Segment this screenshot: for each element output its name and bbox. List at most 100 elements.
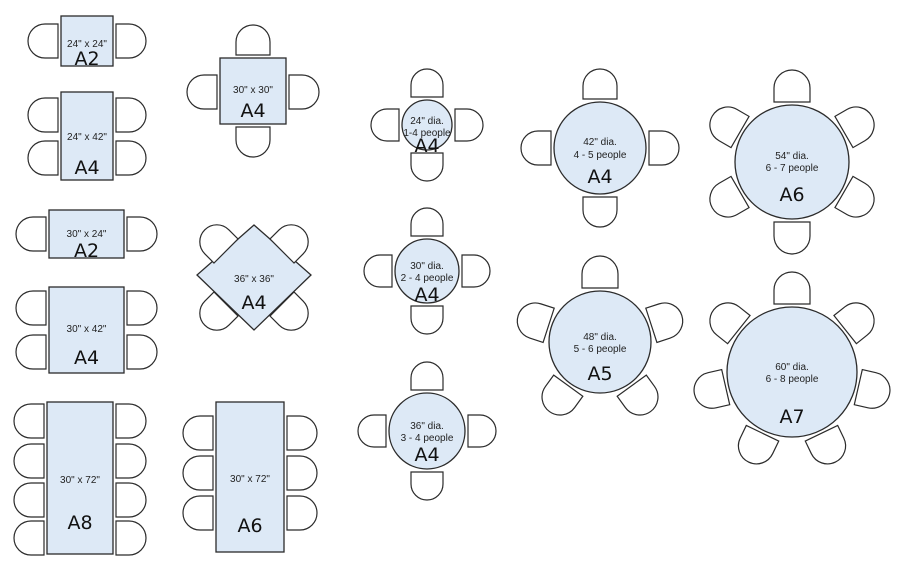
chair (773, 221, 811, 255)
chair (616, 374, 659, 416)
table-size-label: 30" x 30" (233, 85, 273, 96)
chair (235, 24, 271, 56)
table-top (394, 238, 460, 304)
chair (516, 302, 555, 344)
chair (115, 23, 147, 59)
chair (804, 424, 847, 465)
chair (520, 130, 552, 166)
chair (286, 415, 318, 451)
table-size-label: 30" x 72" (60, 475, 100, 486)
chair (410, 471, 444, 501)
table-code-label: A2 (74, 240, 99, 262)
table-code-label: A7 (779, 406, 804, 428)
chair (115, 443, 147, 479)
chair (645, 302, 684, 344)
chair (357, 414, 387, 448)
table-top (48, 286, 125, 374)
table-code-label: A4 (74, 347, 99, 369)
chair (186, 74, 218, 110)
table-top (553, 101, 647, 195)
chair (853, 368, 891, 409)
chair (410, 207, 444, 237)
chair (182, 455, 214, 491)
chair (410, 305, 444, 335)
table-code-label: A6 (237, 515, 262, 537)
chair (737, 424, 780, 465)
chair (410, 361, 444, 391)
chair (126, 216, 158, 252)
table-top (215, 401, 285, 553)
table-30x30: 30" x 30" A4 (186, 24, 320, 158)
table-top (548, 290, 652, 394)
chair (269, 291, 309, 331)
chair (288, 74, 320, 110)
table-code-label: A4 (240, 100, 265, 122)
chair (773, 271, 811, 305)
table-top (726, 306, 858, 438)
chair (461, 254, 491, 288)
table-size-label: 60" dia. (775, 362, 809, 373)
chair (13, 482, 45, 518)
chair (27, 140, 59, 176)
chair (199, 224, 239, 264)
table-capacity-label: 4 - 5 people (574, 150, 627, 161)
chair (709, 106, 750, 149)
table-capacity-label: 5 - 6 people (574, 344, 627, 355)
table-code-label: A4 (414, 444, 439, 466)
chair (410, 68, 444, 98)
chair (370, 108, 400, 142)
chair (235, 126, 271, 158)
chair (115, 97, 147, 133)
table-size-label: 24" x 42" (67, 132, 107, 143)
chair (363, 254, 393, 288)
chair (286, 455, 318, 491)
table-top (60, 91, 114, 181)
table-size-label: 24" dia. (410, 116, 444, 127)
chair (126, 334, 158, 370)
chair (773, 69, 811, 103)
table-size-label: 30" x 72" (230, 474, 270, 485)
chair (115, 482, 147, 518)
table-24x42: 24" x 42"A4 (27, 91, 147, 181)
chair (833, 302, 875, 345)
chair (467, 414, 497, 448)
table-code-label: A4 (414, 135, 439, 157)
table-capacity-label: 2 - 4 people (401, 273, 454, 284)
chair (115, 403, 147, 439)
table-capacity-label: 1-4 people (403, 128, 451, 139)
table-code-label: A8 (67, 512, 92, 534)
chair (27, 23, 59, 59)
chair (13, 520, 45, 556)
chair (182, 495, 214, 531)
table-size-label: 48" dia. (583, 332, 617, 343)
chair (454, 108, 484, 142)
table-top (60, 15, 114, 67)
chair (15, 216, 47, 252)
table-top (48, 209, 125, 259)
table-30x72-a6: 30" x 72" A6 (182, 401, 318, 553)
table-top (219, 57, 287, 125)
chair (199, 291, 239, 331)
table-capacity-label: 6 - 8 people (766, 374, 819, 385)
table-30x24: 30" x 24"A2 (15, 209, 158, 262)
chair (834, 106, 875, 149)
chair (709, 175, 750, 218)
chair (834, 175, 875, 218)
chair (286, 495, 318, 531)
chair (182, 415, 214, 451)
table-size-label: 30" dia. (410, 261, 444, 272)
table-size-label: 24" x 24" (67, 39, 107, 50)
chair (410, 152, 444, 182)
table-30x42: 30" x 42"A4 (15, 286, 158, 374)
table-30x72-a8: 30" x 72" A8 (13, 401, 147, 556)
table-code-label: A4 (241, 292, 266, 314)
table-size-label: 30" x 24" (67, 229, 107, 240)
table-code-label: A4 (414, 284, 439, 306)
table-size-label: 54" dia. (775, 151, 809, 162)
chair (581, 255, 619, 289)
chair (709, 302, 751, 345)
table-top (401, 99, 453, 151)
